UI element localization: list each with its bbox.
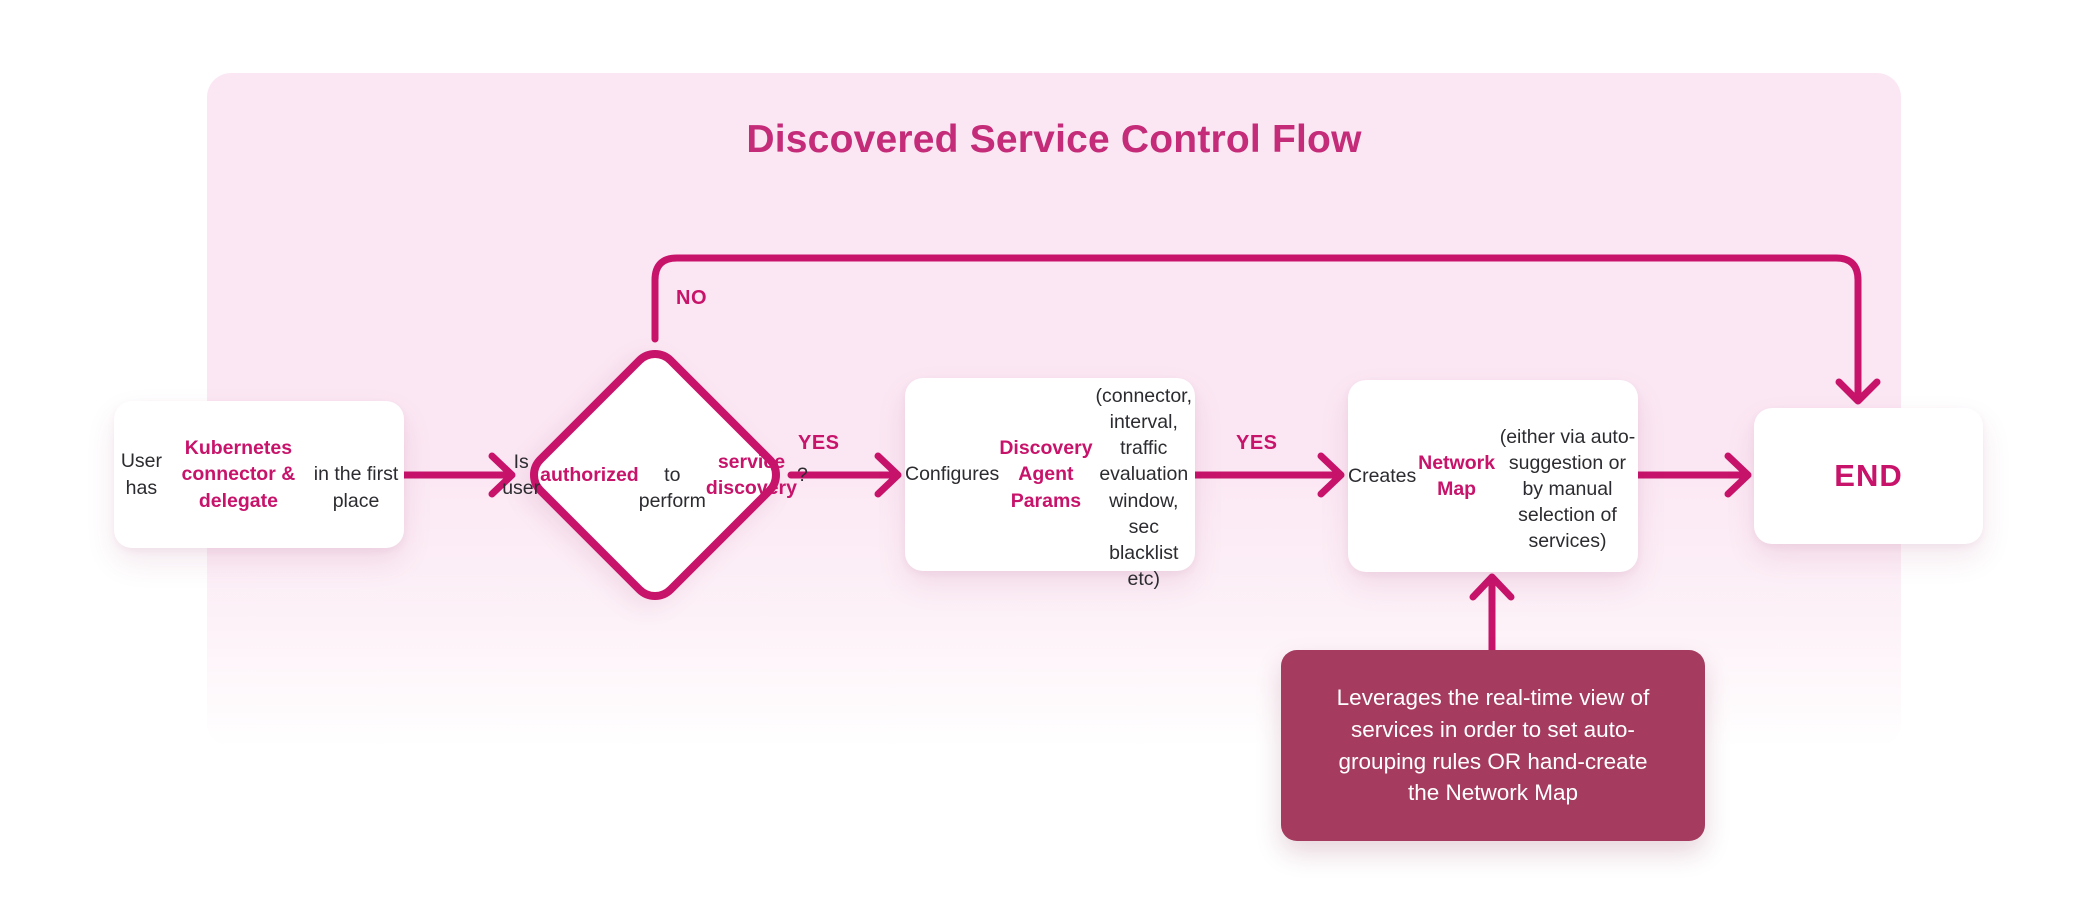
- connector-no-to-end: [651, 254, 1881, 405]
- connector-decision-to-configure: [787, 452, 902, 498]
- edge-label-no: NO: [676, 287, 707, 309]
- edge-label-yes-2: YES: [1236, 432, 1278, 454]
- connector-start-to-decision: [400, 452, 516, 498]
- connector-configure-to-create-map: [1190, 452, 1345, 498]
- edge-label-yes-1: YES: [798, 432, 840, 454]
- node-note-callout: Leverages the real-time view of services…: [1281, 650, 1705, 841]
- diagram-title: Discovered Service Control Flow: [746, 118, 1362, 161]
- connector-create-map-to-end: [1634, 452, 1752, 498]
- node-decision: Is user authorized to perform service di…: [502, 450, 808, 513]
- node-end: END: [1754, 408, 1983, 544]
- node-create-network-map: Creates Network Map (either via auto- su…: [1348, 380, 1638, 572]
- node-configure-params: Configures Discovery Agent Params (conne…: [905, 378, 1195, 590]
- connector-note-to-create-map: [1469, 573, 1515, 654]
- node-start: User has Kubernetes connector & delegate…: [114, 401, 404, 548]
